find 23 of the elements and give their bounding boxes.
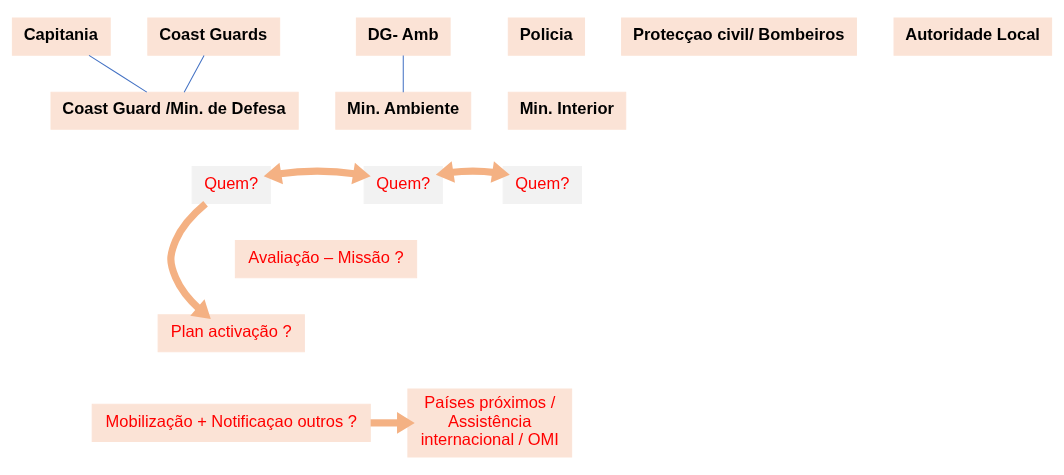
node-box: Quem? bbox=[502, 165, 582, 205]
arrow bbox=[435, 161, 510, 183]
node-box: DG- Amb bbox=[355, 17, 451, 56]
node-box: Avaliação – Missão ? bbox=[234, 240, 418, 279]
node-box: Min. Interior bbox=[507, 91, 627, 130]
node-box: Mobilização + Notificaçao outros ? bbox=[91, 403, 371, 442]
node-box: Quem? bbox=[191, 165, 271, 205]
connector bbox=[88, 54, 148, 93]
node-box: Min. Ambiente bbox=[335, 91, 472, 130]
arrow bbox=[370, 412, 415, 434]
connector bbox=[402, 55, 404, 93]
node-box: Quem? bbox=[363, 165, 443, 205]
node-box: Autoridade Local bbox=[893, 17, 1053, 56]
node-box: Protecçao civil/ Bombeiros bbox=[621, 17, 857, 56]
node-box: Capitania bbox=[11, 17, 111, 56]
node-box: Policia bbox=[507, 17, 586, 56]
connector bbox=[183, 55, 205, 93]
arrow bbox=[263, 162, 371, 185]
node-box: Países próximos / Assistência internacional / OMI bbox=[407, 388, 573, 458]
node-box: Plan activação ? bbox=[157, 314, 305, 353]
node-box: Coast Guard /Min. de Defesa bbox=[50, 91, 299, 130]
arrow bbox=[167, 200, 211, 320]
node-box: Coast Guards bbox=[147, 17, 281, 56]
